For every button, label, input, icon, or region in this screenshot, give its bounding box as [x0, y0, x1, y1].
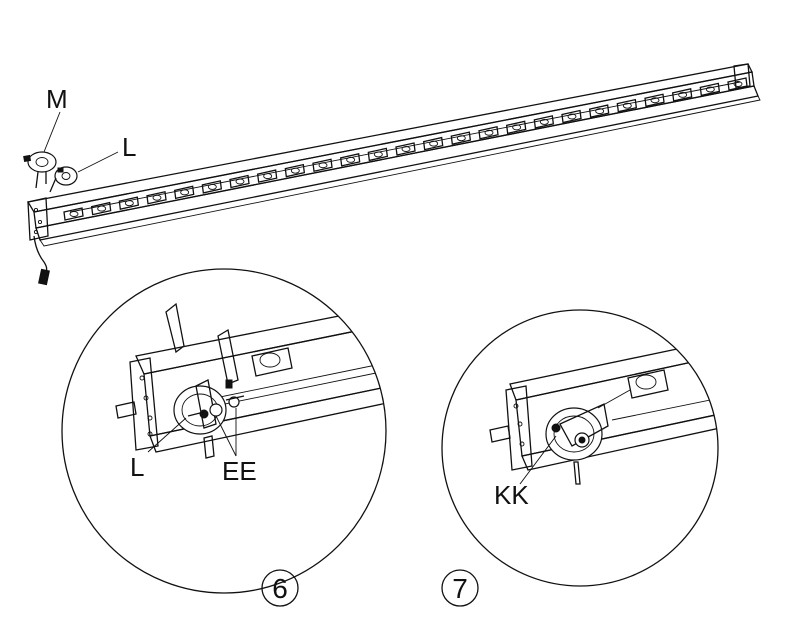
- label-l: L: [122, 132, 136, 162]
- rail-slot: [258, 170, 277, 182]
- motor-unit: [24, 152, 56, 188]
- step-6-badge: 6: [262, 570, 298, 606]
- rail-slot-row: [64, 78, 747, 220]
- svg-text:7: 7: [452, 573, 468, 604]
- label-detail6-l: L: [130, 452, 144, 482]
- step-7-badge: 7: [442, 570, 478, 606]
- bracket-part: [50, 167, 77, 192]
- rail-assembly: [28, 64, 760, 285]
- rail-slot: [230, 176, 249, 188]
- label-detail6-ee: EE: [222, 456, 257, 486]
- rail-slot: [202, 181, 221, 193]
- svg-text:6: 6: [272, 573, 288, 604]
- fastener-ee-2: [226, 396, 244, 407]
- detail-6: [62, 269, 420, 593]
- label-m: M: [46, 84, 68, 114]
- leader-m: [44, 112, 60, 152]
- label-detail7-kk: KK: [494, 480, 529, 510]
- detail-7: [442, 310, 720, 586]
- leader-l: [78, 152, 118, 172]
